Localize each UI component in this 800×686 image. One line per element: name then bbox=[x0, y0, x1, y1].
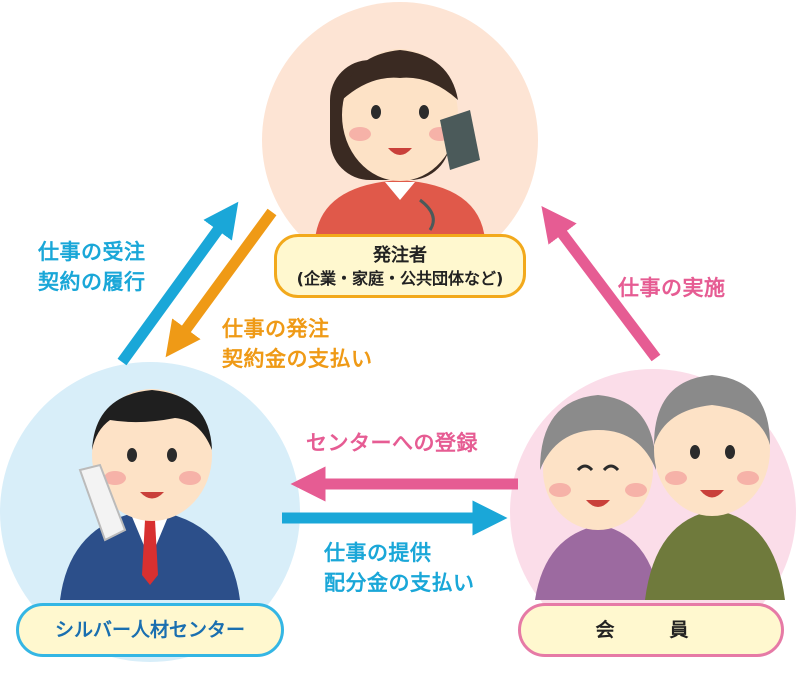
center-title: シルバー人材センター bbox=[54, 619, 245, 641]
label-line: 仕事の実施 bbox=[618, 276, 726, 300]
arrow-client-to-center bbox=[165, 208, 277, 358]
label-client-to-center: 仕事の発注 契約金の支払い bbox=[222, 314, 373, 374]
center-illustration bbox=[60, 389, 240, 600]
label-center-to-client: 仕事の受注 契約の履行 bbox=[38, 237, 146, 297]
arrow-member-to-client bbox=[541, 205, 661, 362]
member-title: 会 員 bbox=[595, 619, 707, 641]
label-line: 仕事の発注 bbox=[222, 317, 330, 341]
center-label-box: シルバー人材センター bbox=[16, 603, 284, 657]
client-label-box: 発注者 (企業・家庭・公共団体など) bbox=[274, 234, 526, 298]
arrow-center-to-client bbox=[117, 201, 239, 366]
label-line: 仕事の提供 bbox=[324, 541, 432, 565]
member-label-box: 会 員 bbox=[518, 603, 784, 657]
label-member-to-center: センターへの登録 bbox=[306, 428, 478, 458]
label-line: 契約の履行 bbox=[38, 270, 146, 294]
label-member-to-client: 仕事の実施 bbox=[618, 273, 726, 303]
client-illustration bbox=[315, 49, 485, 240]
client-title: 発注者 bbox=[373, 245, 427, 266]
label-line: 配分金の支払い bbox=[324, 571, 475, 595]
label-line: 仕事の受注 bbox=[38, 240, 146, 264]
member-illustration bbox=[535, 375, 785, 600]
client-subtitle: (企業・家庭・公共団体など) bbox=[296, 269, 504, 288]
label-line: 契約金の支払い bbox=[222, 347, 373, 371]
label-center-to-member: 仕事の提供 配分金の支払い bbox=[324, 538, 475, 598]
label-line: センターへの登録 bbox=[306, 431, 478, 455]
